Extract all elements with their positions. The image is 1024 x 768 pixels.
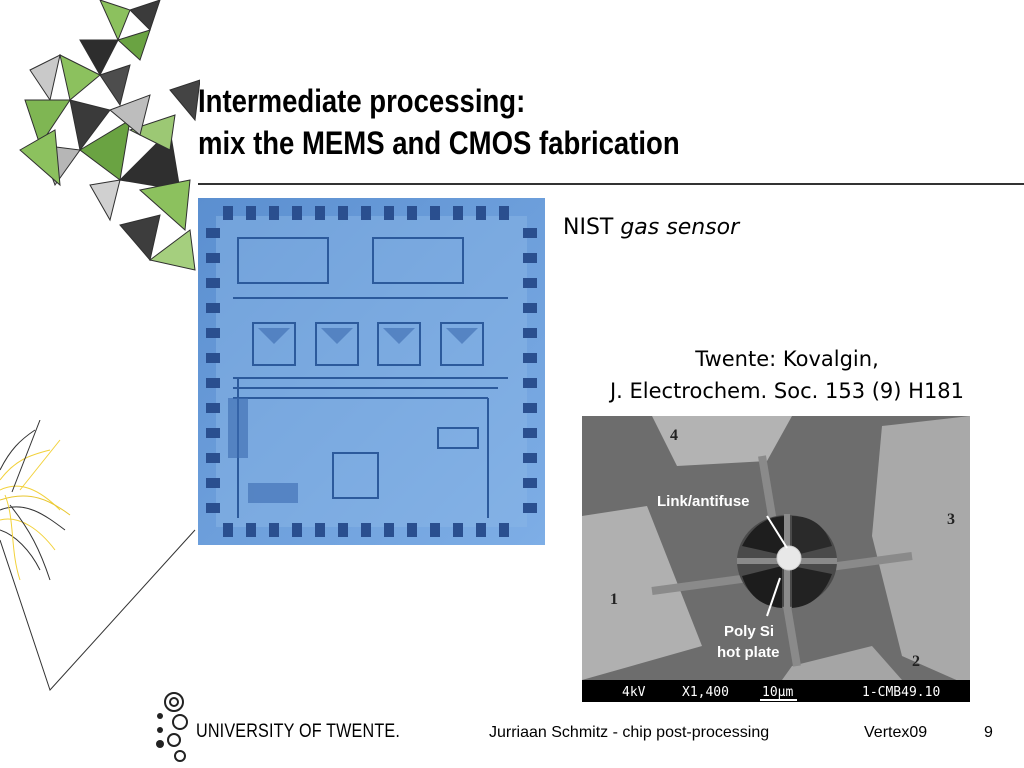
nist-gas-sensor-chip-image (198, 198, 545, 545)
sem-micrograph-image: Link/antifuse Poly Si hot plate 4 3 1 2 … (582, 416, 970, 702)
slide-title: Intermediate processing: mix the MEMS an… (198, 80, 886, 164)
page-number: 9 (984, 724, 993, 741)
citation-line-1: Twente: Kovalgin, (695, 347, 879, 371)
sem-label-poly: Poly Si (724, 623, 774, 640)
nist-caption-prefix: NIST (563, 215, 621, 240)
nist-caption-italic: gas sensor (620, 215, 740, 240)
sem-scale-id: 1-CMB49.10 (862, 685, 940, 700)
sem-pad-3: 3 (947, 511, 955, 528)
university-name: UNIVERSITY OF TWENTE. (196, 721, 400, 742)
sem-label-link: Link/antifuse (657, 493, 750, 510)
sem-pad-1: 1 (610, 591, 618, 608)
sem-pad-4: 4 (670, 427, 678, 444)
sem-scale-mag: X1,400 (682, 685, 729, 700)
decorative-polygons-top (19, 0, 200, 271)
sem-label-hotplate: hot plate (717, 644, 780, 661)
twente-citation: Twente: Kovalgin, J. Electrochem. Soc. 1… (556, 343, 1018, 407)
footer-event: Vertex09 (864, 724, 928, 741)
university-logo-icon (156, 692, 188, 762)
sem-pad-2: 2 (912, 653, 920, 670)
title-divider (198, 183, 1024, 185)
footer-author-topic: Jurriaan Schmitz - chip post-processing (489, 724, 770, 741)
nist-caption: NIST gas sensor (563, 215, 739, 240)
title-line-1: Intermediate processing: (198, 83, 526, 119)
citation-line-2: J. Electrochem. Soc. 153 (9) H181 (609, 379, 965, 403)
title-line-2: mix the MEMS and CMOS fabrication (198, 125, 680, 161)
sem-scale-kv: 4kV (622, 685, 646, 700)
decorative-lines-bottom (0, 420, 196, 691)
sem-scale-bar: 10µm (762, 685, 793, 700)
